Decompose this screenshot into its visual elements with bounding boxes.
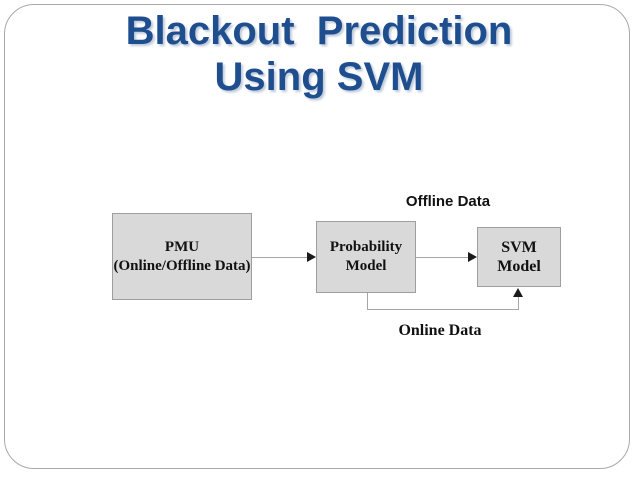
node-pmu: PMU (Online/Offline Data) xyxy=(112,213,252,300)
slide-title-line-2: Using SVM xyxy=(214,55,424,99)
offline-data-label: Offline Data xyxy=(405,193,491,210)
node-svm-model-label: SVM Model xyxy=(497,239,541,275)
node-pmu-label: PMU (Online/Offline Data) xyxy=(113,238,251,274)
arrowhead-up-icon xyxy=(513,288,523,297)
connector-elbow-vertical-from-probability xyxy=(367,293,368,310)
node-probability-model: Probability Model xyxy=(316,221,416,293)
node-probability-model-label: Probability Model xyxy=(329,239,403,274)
connector-elbow-horizontal xyxy=(367,309,519,310)
online-data-label: Online Data xyxy=(398,322,482,339)
node-svm-model: SVM Model xyxy=(477,227,561,287)
slide-title-line-1: Blackout Prediction xyxy=(125,9,513,53)
connector-probability-to-svm-line xyxy=(416,257,468,258)
connector-elbow-vertical-to-svm xyxy=(518,297,519,310)
arrowhead-right-icon xyxy=(468,252,477,262)
arrowhead-right-icon xyxy=(307,252,316,262)
connector-pmu-to-probability-line xyxy=(252,257,308,258)
slide-title: Blackout Prediction Using SVM xyxy=(0,8,638,100)
